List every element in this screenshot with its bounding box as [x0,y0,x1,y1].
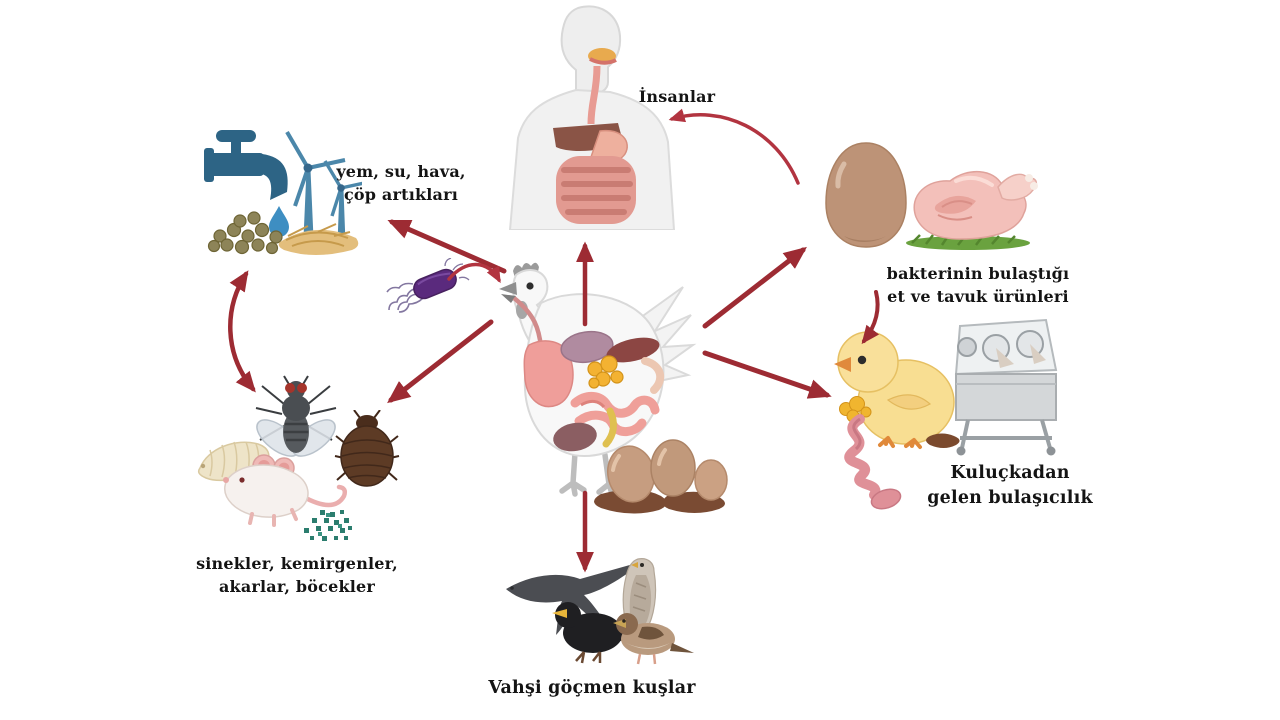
label-feed-water-air: yem, su, hava, çöp artıkları [336,162,466,204]
arrow-products-to-humans [668,108,800,185]
human-digestive-system-illustration [498,0,688,230]
straw-pile [278,223,359,255]
beetle-illustration [334,410,400,490]
sparrow [613,613,694,665]
fly-illustration [246,374,346,474]
raw-chicken-illustration [898,155,1038,255]
mites-illustration [300,508,355,546]
label-humans: İnsanlar [638,87,716,106]
bacteria-icon [383,258,473,318]
egg-illustration [822,140,910,250]
swallow [506,561,644,641]
incubator-illustration [942,318,1067,458]
wild-birds-illustration [496,551,696,669]
chicken-anatomy-illustration [483,253,698,498]
label-wild-birds: Vahşi göçmen kuşlar [488,678,696,698]
grass [906,234,1030,250]
reproductive-tract-illustration [830,395,950,515]
feed-water-air-illustration [192,108,362,256]
label-pests: sinekler, kemirgenler, akarlar, böcekler [196,554,398,596]
water-drop-icon [269,206,289,237]
arrow-feed-pests-both-ways [228,270,256,393]
arrow-chicken-to-pests [387,319,494,404]
chick-illustration [826,320,961,452]
chick-dropping [926,433,960,448]
water-tap-icon [204,130,288,200]
eggs-on-droppings-illustration [585,438,735,516]
label-hatchery: Kuluçkadan gelen bulaşıcılık [927,463,1093,508]
arrow-chicken-to-egg [702,246,807,329]
wind-turbine-icon [285,130,362,244]
arrow-chicken-to-chick [702,350,832,399]
label-contaminated-products: bakterinin bulaştığı et ve tavuk ürünler… [886,264,1070,306]
mouse-illustration [218,450,348,528]
feed-pellets [207,211,283,255]
